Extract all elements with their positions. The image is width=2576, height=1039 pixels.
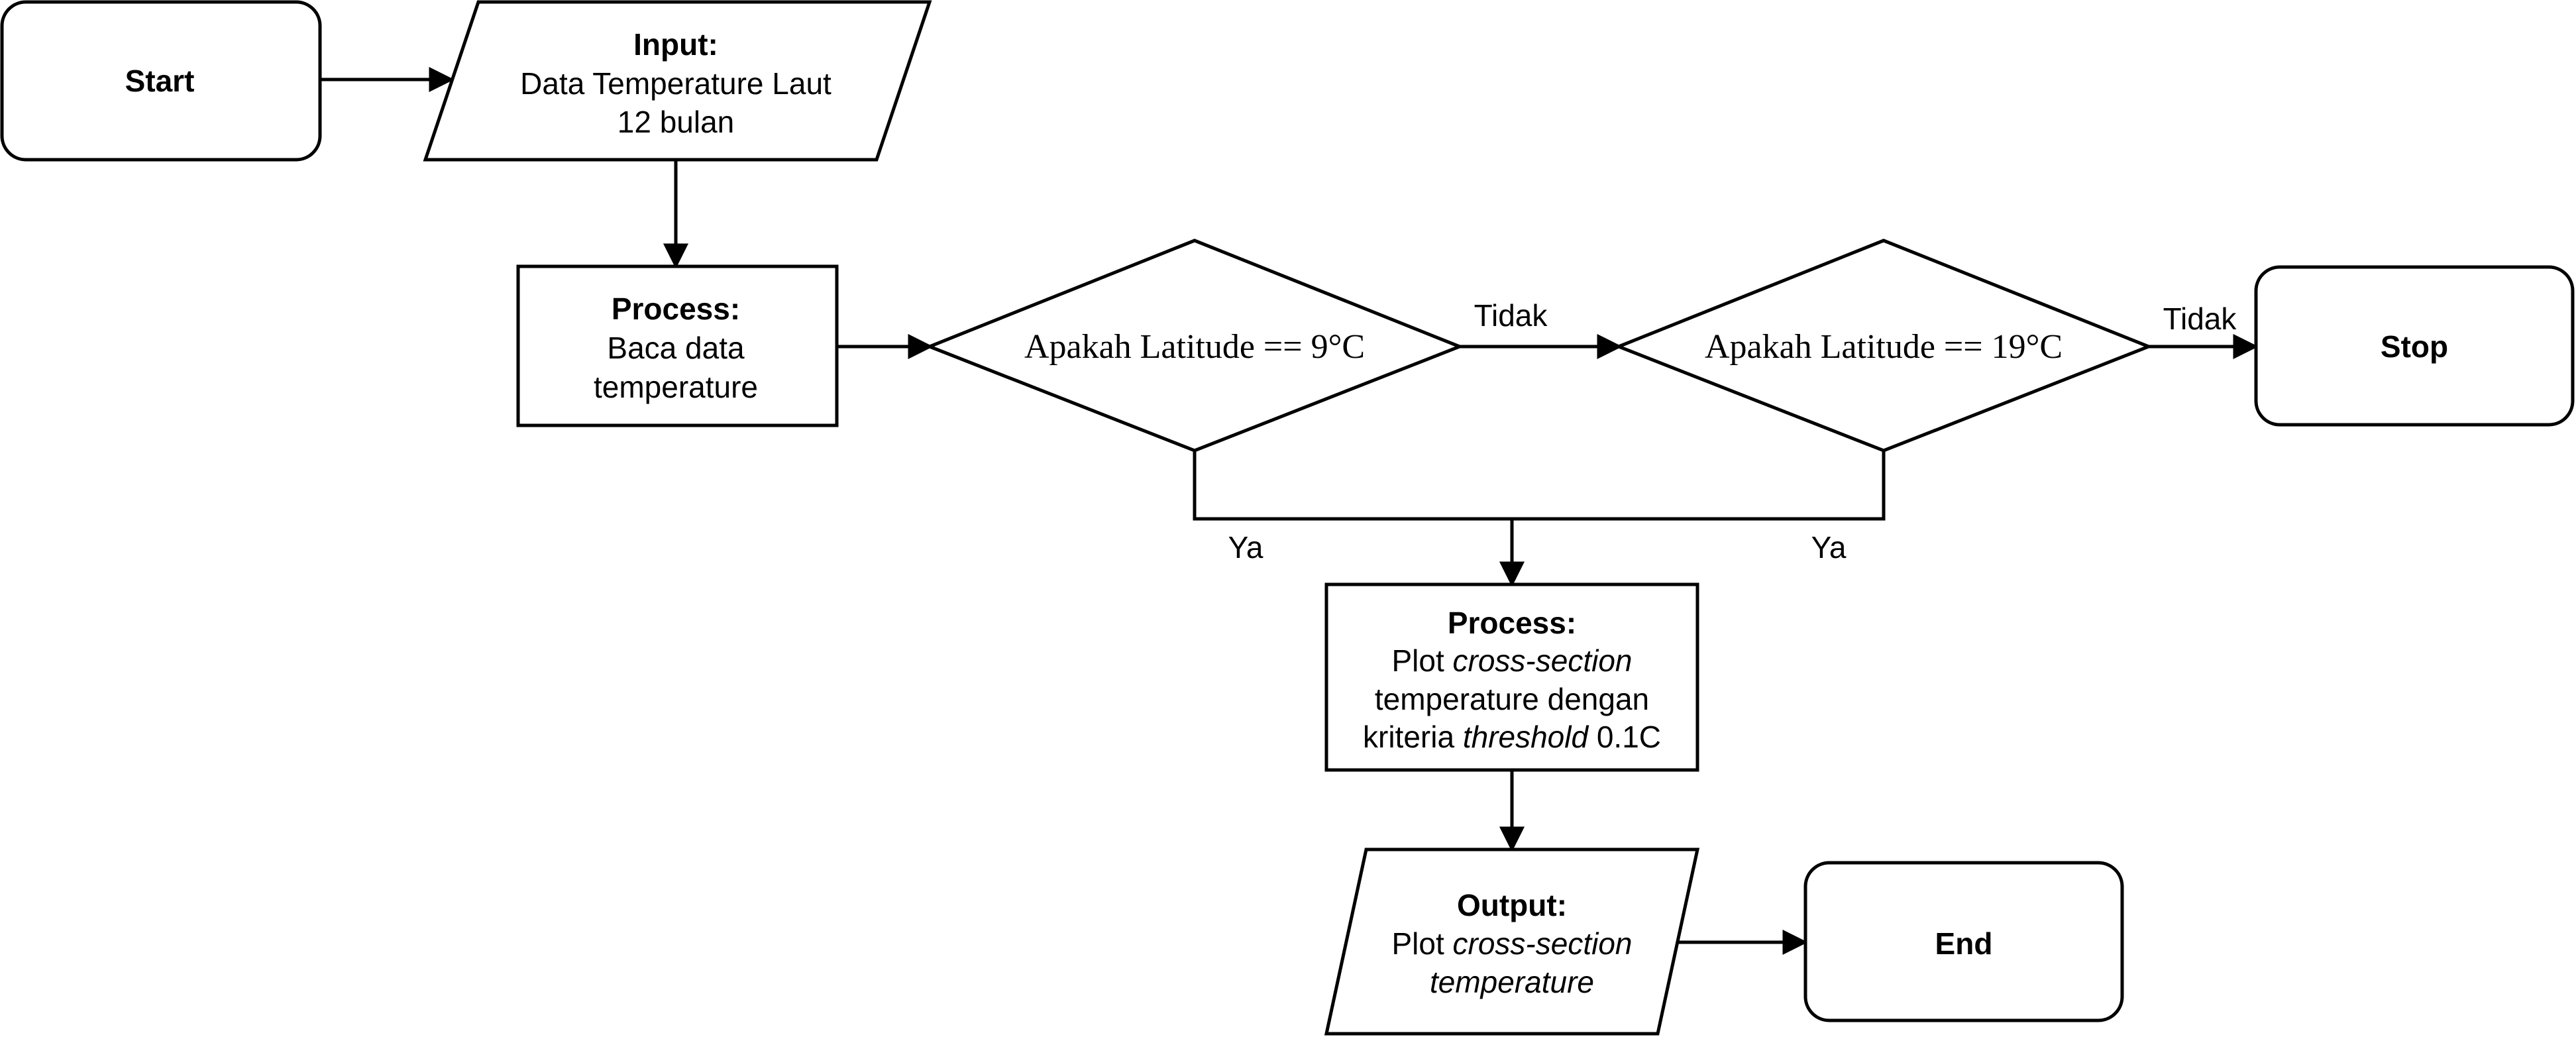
edge-label-decision2-yes: Ya: [1811, 530, 1847, 565]
process1-line-1: Baca data: [607, 331, 745, 365]
edge-decision1-yes: [1193, 451, 1512, 521]
output-line-1-italic: cross-section: [1453, 926, 1633, 961]
process2-line-1: Plot cross-section: [1391, 643, 1632, 678]
output-line-1-text: Plot: [1391, 926, 1452, 961]
end-label: End: [1935, 926, 1993, 961]
process2-line-3-text: kriteria: [1363, 720, 1463, 754]
edge-label-decision2-no: Tidak: [2163, 301, 2237, 336]
output-heading: Output:: [1457, 888, 1567, 922]
process2-line-3-suffix: 0.1C: [1588, 720, 1661, 754]
arrowhead-process1-to-decision1: [908, 333, 934, 360]
process1-heading: Process:: [612, 292, 740, 326]
edge-decision2-yes: [1512, 451, 1886, 521]
node-start: Start: [0, 0, 322, 162]
stop-label: Stop: [2381, 329, 2448, 364]
start-label: Start: [125, 64, 195, 98]
node-input: Input: Data Temperature Laut 12 bulan: [423, 0, 932, 162]
process2-line-3: kriteria threshold 0.1C: [1363, 720, 1661, 754]
process2-heading: Process:: [1448, 606, 1576, 640]
decision2-label: Apakah Latitude == 19°C: [1705, 328, 2063, 366]
input-heading: Input:: [633, 27, 718, 62]
process2-line-1-italic: cross-section: [1453, 643, 1633, 678]
node-stop: Stop: [2254, 265, 2575, 427]
node-process-plot: Process: Plot cross-section temperature …: [1324, 582, 1699, 772]
process2-line-3-italic: threshold: [1463, 720, 1589, 754]
node-process-read: Process: Baca data temperature: [516, 264, 839, 427]
arrowhead-input-to-process1: [663, 243, 689, 269]
arrowhead-start-to-input: [429, 66, 455, 93]
arrowhead-merge-to-process2: [1499, 561, 1525, 587]
node-decision-latitude-19: Apakah Latitude == 19°C: [1614, 239, 2153, 453]
output-line-1: Plot cross-section: [1391, 926, 1632, 961]
arrowhead-decision1-to-decision2: [1597, 333, 1623, 360]
output-line-2: temperature: [1430, 965, 1594, 999]
process1-line-2: temperature: [594, 370, 758, 404]
process2-line-1-text: Plot: [1391, 643, 1452, 678]
input-line-1: Data Temperature Laut: [520, 66, 832, 101]
node-end: End: [1803, 861, 2124, 1022]
process2-line-2: temperature dengan: [1375, 682, 1649, 716]
decision1-label: Apakah Latitude == 9°C: [1024, 328, 1365, 366]
edge-label-decision1-yes: Ya: [1228, 530, 1263, 565]
arrowhead-decision2-to-stop: [2233, 333, 2259, 360]
input-line-2: 12 bulan: [617, 105, 735, 139]
node-output: Output: Plot cross-section temperature: [1324, 848, 1700, 1036]
arrowhead-output-to-end: [1782, 929, 1808, 956]
arrowhead-process2-to-output: [1499, 826, 1525, 852]
node-decision-latitude-9: Apakah Latitude == 9°C: [925, 239, 1464, 453]
edge-label-decision1-no: Tidak: [1474, 298, 1548, 333]
